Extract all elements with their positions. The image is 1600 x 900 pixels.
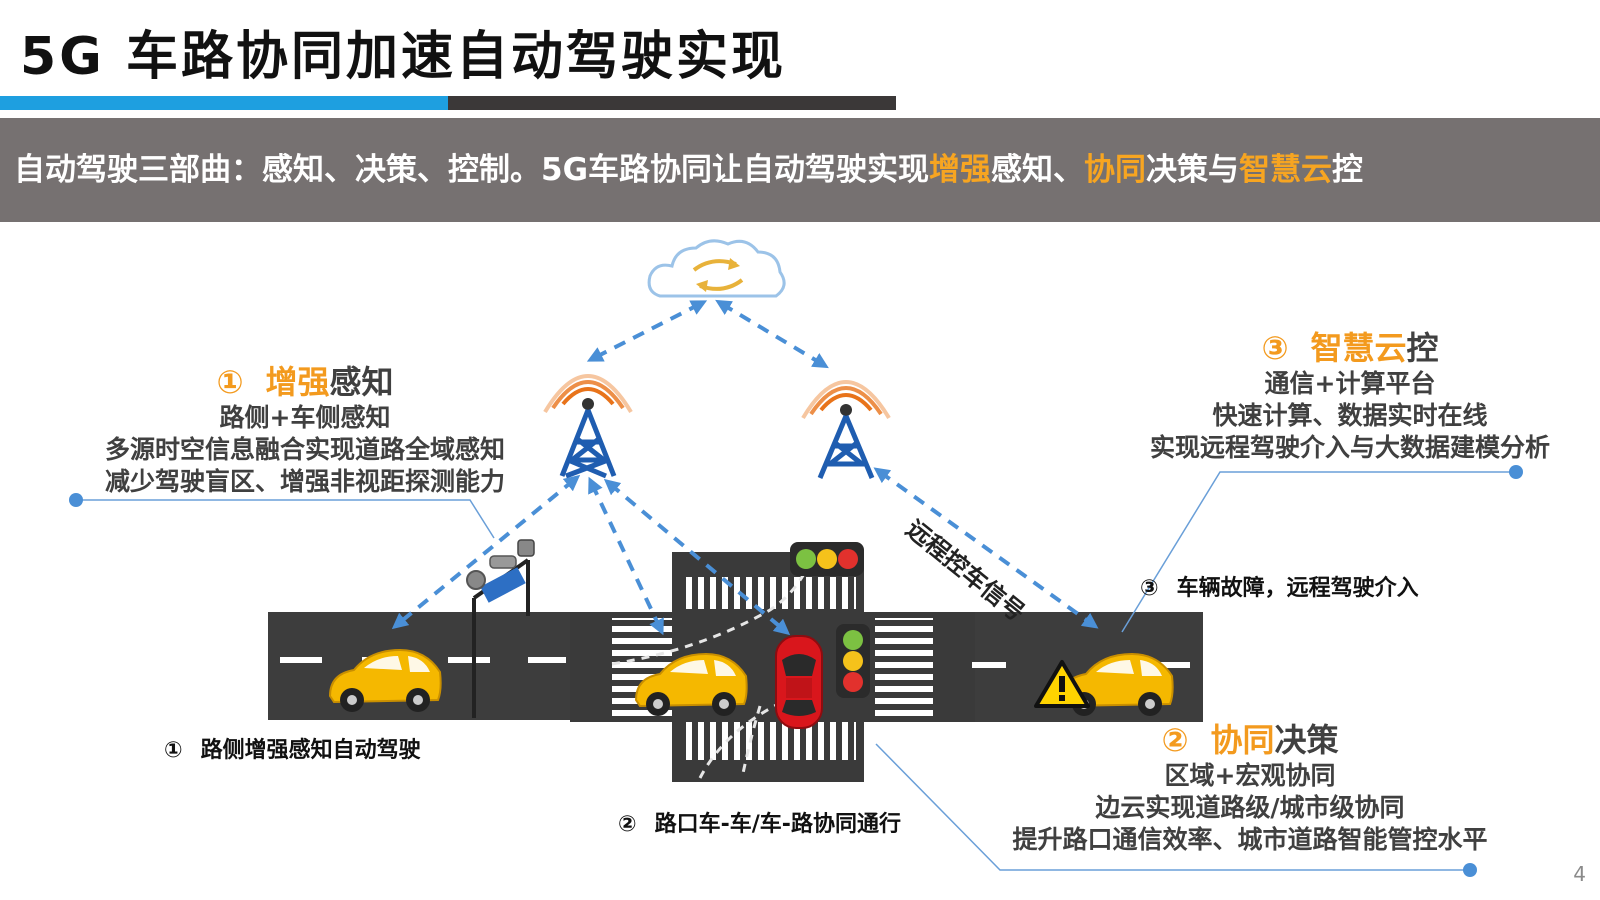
banner-highlight-enhance: 增强 [929, 152, 992, 188]
cloud-icon [647, 239, 786, 298]
crosswalk-east [875, 618, 933, 716]
banner-text-mid2: 决策与 [1146, 152, 1240, 188]
summary-banner: 自动驾驶三部曲：感知、决策、控制。5G车路协同让自动驾驶实现增强感知、协同决策与… [0, 118, 1600, 222]
traffic-light-icon-horizontal [790, 542, 864, 576]
tower-icon-left [543, 374, 633, 479]
caption-remote-driving: ③ 车辆故障，远程驾驶介入 [1140, 570, 1419, 602]
panel1-number: ① [216, 363, 244, 401]
callout-dots [69, 465, 1523, 877]
crosswalk-south [680, 722, 856, 760]
caption2-text: 路口车-车/车-路协同通行 [654, 812, 901, 837]
banner-text-post: 控 [1332, 152, 1364, 188]
taxi-icon-middle [634, 652, 748, 716]
taxi-icon-left [328, 648, 442, 712]
banner-highlight-collab: 协同 [1084, 152, 1147, 188]
panel2-line: 边云实现道路级/城市级协同 [1095, 793, 1405, 822]
panel3-number: ③ [1261, 329, 1289, 367]
caption-intersection-coordination: ② 路口车-车/车-路协同通行 [618, 806, 901, 838]
panel-smart-cloud-control: ③ 智慧云控 通信+计算平台 快速计算、数据实时在线 实现远程驾驶介入与大数据建模… [1120, 328, 1580, 464]
title-underline-dark [448, 96, 896, 110]
panel2-heading-rest: 决策 [1274, 721, 1339, 759]
panel-enhanced-perception: ① 增强感知 路侧+车侧感知 多源时空信息融合实现道路全域感知 减少驾驶盲区、增强… [80, 362, 530, 498]
panel-collaborative-decision: ② 协同决策 区域+宏观协同 边云实现道路级/城市级协同 提升路口通信效率、城市道… [980, 720, 1520, 856]
roadside-camera-icon [466, 539, 535, 718]
panel1-line: 多源时空信息融合实现道路全域感知 [104, 435, 505, 464]
caption-roadside-perception: ① 路侧增强感知自动驾驶 [164, 732, 421, 764]
panel1-line: 路侧+车侧感知 [219, 403, 391, 432]
tower-icon-right [801, 380, 891, 479]
panel1-heading: ① 增强感知 [80, 362, 530, 402]
caption2-number: ② [618, 812, 637, 837]
panel3-keyword: 智慧云 [1310, 329, 1407, 367]
title-underline-blue [0, 96, 448, 110]
caption1-number: ① [164, 738, 183, 763]
caption1-text: 路侧增强感知自动驾驶 [200, 738, 421, 763]
panel1-heading-rest: 感知 [329, 363, 394, 401]
panel3-heading-rest: 控 [1406, 329, 1439, 367]
panel3-line: 通信+计算平台 [1264, 369, 1436, 398]
page-number: 4 [1573, 862, 1586, 886]
panel2-number: ② [1161, 721, 1189, 759]
panel1-keyword: 增强 [265, 363, 330, 401]
panel3-line: 快速计算、数据实时在线 [1212, 401, 1488, 430]
warning-icon [1034, 660, 1090, 708]
panel3-heading: ③ 智慧云控 [1120, 328, 1580, 368]
page-title: 5G 车路协同加速自动驾驶实现 [20, 27, 786, 87]
red-car-icon [775, 635, 823, 729]
callout-lines [76, 471, 1516, 871]
traffic-light-icon-vertical [836, 624, 870, 698]
crosswalk-north [680, 577, 856, 609]
panel2-keyword: 协同 [1210, 721, 1275, 759]
signal-arrows [391, 299, 1099, 636]
panel3-line: 实现远程驾驶介入与大数据建模分析 [1149, 433, 1550, 462]
caption3-text: 车辆故障，远程驾驶介入 [1176, 576, 1419, 601]
panel2-line: 提升路口通信效率、城市道路智能管控水平 [1012, 825, 1488, 854]
banner-highlight-cloud: 智慧云 [1239, 152, 1333, 188]
caption3-number: ③ [1140, 576, 1159, 601]
banner-text-mid1: 感知、 [991, 152, 1085, 188]
panel1-line: 减少驾驶盲区、增强非视距探测能力 [104, 467, 505, 496]
panel2-heading: ② 协同决策 [980, 720, 1520, 760]
banner-text-pre: 自动驾驶三部曲：感知、决策、控制。5G车路协同让自动驾驶实现 [14, 152, 930, 188]
panel2-line: 区域+宏观协同 [1164, 761, 1336, 790]
